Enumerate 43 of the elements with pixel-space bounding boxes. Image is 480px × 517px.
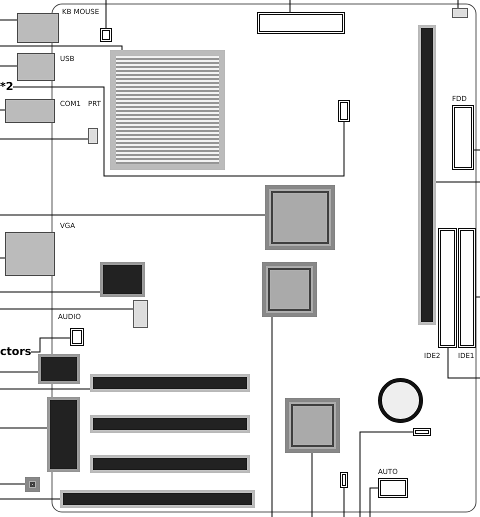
leader-line [0, 214, 266, 216]
jumper-header [70, 328, 84, 346]
ide-connector [438, 228, 457, 348]
jumper-header [413, 428, 431, 436]
memory-slot [418, 25, 436, 325]
graphics-chip [262, 262, 317, 317]
fan-header [88, 128, 98, 144]
vga-connector [5, 232, 55, 276]
chipset [265, 185, 335, 250]
isa-slot [60, 490, 255, 508]
leader-line [30, 338, 70, 352]
leader-line [360, 432, 414, 517]
front-panel-header [378, 478, 408, 498]
jumper-header [340, 472, 348, 488]
io-chip [38, 354, 80, 384]
audio-chip [100, 262, 145, 297]
small-chip [25, 477, 40, 492]
leader-line [0, 308, 134, 310]
leader-line [12, 86, 344, 176]
south-bridge-chip [285, 398, 340, 453]
floppy-connector [452, 105, 474, 170]
leader-line [0, 46, 122, 50]
battery [378, 378, 423, 423]
leader-line [476, 296, 480, 298]
audio-header [133, 300, 148, 328]
keyboard-mouse-port [17, 13, 59, 43]
leader-line [0, 388, 90, 390]
cpu-socket [110, 50, 225, 170]
pci-slot [90, 455, 250, 473]
jumper-header [338, 100, 350, 122]
pci-slot [90, 415, 250, 433]
power-connector [257, 12, 345, 34]
leader-line [0, 498, 60, 500]
serial-parallel-connector [5, 99, 55, 123]
ide-connector [458, 228, 476, 348]
jumper-header [100, 28, 112, 42]
leader-line [370, 488, 378, 517]
usb-port [17, 53, 55, 81]
fan-header [452, 8, 468, 18]
leader-line [0, 138, 88, 140]
bios-chip [47, 397, 80, 472]
leader-line [448, 348, 480, 378]
pci-slot [90, 374, 250, 392]
